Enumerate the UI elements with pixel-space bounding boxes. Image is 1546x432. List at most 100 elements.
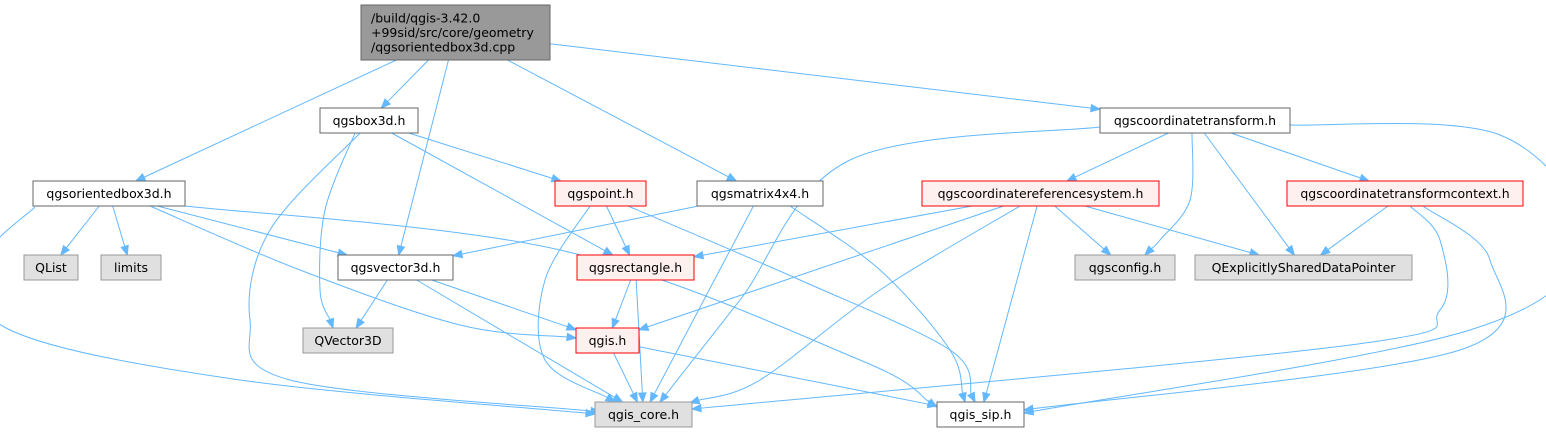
edge-arrowhead: [380, 98, 392, 109]
edge-qgsmatrix4x4-to-qgsvector3d: [451, 205, 699, 259]
node-label: limits: [114, 260, 148, 275]
node-box: [696, 180, 824, 207]
edge-arrowhead: [926, 399, 939, 409]
edge-line: [701, 205, 973, 256]
node-label: qgsconfig.h: [1089, 260, 1162, 275]
edge-qgsorientedbox3d-to-limits: [112, 205, 129, 257]
edge-arrowhead: [611, 317, 620, 330]
edge-line: [400, 59, 449, 248]
node-QESDP[interactable]: QExplicitlySharedDataPointer: [1194, 254, 1413, 281]
edge-line: [431, 279, 569, 328]
node-box: [921, 180, 1160, 207]
edge-qgscrs-to-qgis_core: [688, 205, 1021, 405]
node-box: [319, 107, 419, 134]
node-qgsconfig[interactable]: qgsconfig.h: [1074, 254, 1176, 281]
edge-arrowhead: [659, 391, 670, 404]
edge-arrowhead: [602, 246, 614, 256]
edge-line: [1054, 205, 1106, 251]
edge-qgscrs-to-qgis: [637, 205, 1004, 331]
edge-arrowhead: [59, 244, 71, 257]
edge-arrowhead: [565, 322, 578, 331]
edge-arrowhead: [1100, 245, 1112, 256]
edge-arrowhead: [585, 408, 597, 418]
node-box: [1286, 180, 1524, 207]
node-qgis_core[interactable]: qgis_core.h: [594, 401, 693, 428]
edge-arrowhead: [692, 250, 705, 260]
edge-qgsrectangle-to-qgis: [611, 279, 632, 330]
edge-arrowhead: [1090, 103, 1102, 113]
node-qgsctcontext[interactable]: qgscoordinatetransformcontext.h: [1286, 180, 1524, 207]
edge-line: [0, 206, 588, 414]
node-box: [337, 254, 454, 281]
edge-arrowhead: [1319, 245, 1331, 256]
edge-qgscoordinatetransform-to-qgscrs: [1065, 132, 1169, 182]
edge-line: [646, 205, 1004, 328]
node-qgis[interactable]: qgis.h: [575, 327, 640, 354]
node-box: [575, 327, 640, 354]
edge-line: [319, 132, 356, 321]
node-box: [32, 180, 186, 207]
edge-arrowhead: [1358, 173, 1371, 182]
edge-arrowhead: [967, 391, 976, 404]
edge-line: [699, 205, 1449, 409]
node-label: qgis.h: [589, 333, 627, 348]
node-label: qgsbox3d.h: [333, 113, 406, 128]
node-box: [302, 327, 394, 354]
edge-qgsvector3d-to-qgis_core: [416, 279, 624, 403]
node-label: qgis_core.h: [608, 407, 679, 422]
edge-qgsctcontext-to-qgis_core: [690, 205, 1449, 413]
edge-arrowhead: [1022, 404, 1034, 413]
edge-qgscrs-to-qgis_sip: [982, 205, 1038, 404]
node-qgsvector3d[interactable]: qgsvector3d.h: [337, 254, 454, 281]
node-label: qgsmatrix4x4.h: [711, 186, 809, 201]
node-QVector3D[interactable]: QVector3D: [302, 327, 394, 354]
node-limits[interactable]: limits: [100, 254, 162, 281]
edge-line: [614, 279, 632, 321]
node-label: /build/qgis-3.42.0+99sid/src/core/geomet…: [371, 11, 534, 55]
node-qgis_sip[interactable]: qgis_sip.h: [936, 401, 1025, 428]
node-box: [936, 401, 1025, 428]
edge-line: [408, 132, 554, 180]
node-qgsbox3d[interactable]: qgsbox3d.h: [319, 107, 419, 134]
edge-root-to-qgscoordinatetransform: [549, 43, 1102, 113]
edge-arrowhead: [120, 244, 129, 257]
edge-line: [416, 279, 616, 399]
node-qgscoordinatetransform[interactable]: qgscoordinatetransform.h: [1099, 107, 1291, 134]
edge-arrowhead: [1144, 245, 1155, 256]
node-qgsmatrix4x4[interactable]: qgsmatrix4x4.h: [696, 180, 824, 207]
edge-line: [697, 205, 1021, 401]
edge-line: [789, 205, 964, 395]
edge-line: [664, 126, 1101, 397]
edge-line: [1073, 132, 1169, 179]
edge-line: [248, 132, 593, 412]
node-qgsorientedbox3d[interactable]: qgsorientedbox3d.h: [32, 180, 186, 207]
edge-qgsbox3d-to-QVector3D: [319, 132, 356, 330]
edge-qgis-to-qgis_core: [613, 352, 638, 404]
node-label: qgspoint.h: [567, 186, 633, 201]
node-label: qgscoordinatetransform.h: [1114, 113, 1276, 128]
node-QList[interactable]: QList: [23, 254, 79, 281]
node-label: QList: [35, 260, 67, 275]
edge-qgsvector3d-to-QVector3D: [355, 279, 388, 330]
edge-arrowhead: [629, 391, 638, 404]
node-root[interactable]: /build/qgis-3.42.0+99sid/src/core/geomet…: [360, 4, 551, 61]
edge-qgsorientedbox3d-to-QList: [59, 205, 100, 257]
node-label: qgscoordinatereferencesystem.h: [938, 186, 1144, 201]
edge-line: [65, 205, 100, 250]
node-qgscrs[interactable]: qgscoordinatereferencesystem.h: [921, 180, 1160, 207]
edge-arrowhead: [690, 403, 702, 413]
edge-root-to-qgsbox3d: [380, 59, 429, 109]
node-label: qgsrectangle.h: [589, 260, 682, 275]
edge-line: [460, 205, 699, 255]
edge-qgsctcontext-to-QESDP: [1319, 205, 1389, 256]
edge-line: [605, 205, 627, 248]
node-qgspoint[interactable]: qgspoint.h: [554, 180, 647, 207]
edge-qgsorientedbox3d-to-qgis_core: [0, 206, 597, 418]
node-box: [1099, 107, 1291, 134]
node-box: [1074, 254, 1176, 281]
edge-qgscoordinatetransform-to-qgsconfig: [1144, 132, 1194, 256]
edge-line: [1230, 132, 1362, 179]
edge-arrowhead: [325, 317, 335, 330]
node-qgsrectangle[interactable]: qgsrectangle.h: [576, 254, 695, 281]
